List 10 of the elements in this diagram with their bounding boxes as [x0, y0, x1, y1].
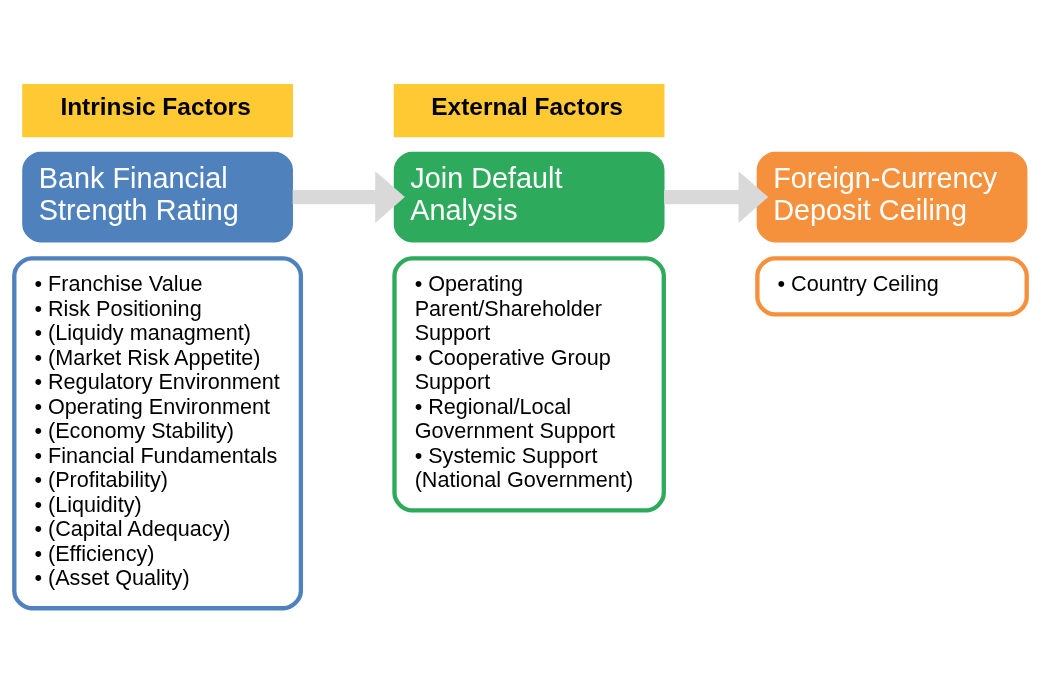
- node-box: Join Default Analysis: [393, 151, 665, 243]
- node-box: • Country Ceiling: [755, 256, 1029, 317]
- node-box: Foreign-Currency Deposit Ceiling: [756, 151, 1028, 243]
- node-box: • Operating Parent/Shareholder Support • Cooperative Group Support • Regional/Local Government Support • Systemic Support (National Government): [392, 256, 666, 513]
- node-box: External Factors: [393, 84, 665, 138]
- node-box: Bank Financial Strength Rating: [22, 151, 293, 243]
- node-box: Intrinsic Factors: [22, 84, 293, 138]
- arrow: [292, 171, 405, 224]
- node-box: • Franchise Value • Risk Positioning • (Liquidy managment) • (Market Risk Appetite) • Regulatory Environment • Operating Environment • (Economy Stability) • Financial Fundamentals • (Profitability) • (Liquidity) • (Capital Adequacy) • (Efficiency) • (Asset Quality): [12, 256, 304, 611]
- arrow: [664, 171, 769, 224]
